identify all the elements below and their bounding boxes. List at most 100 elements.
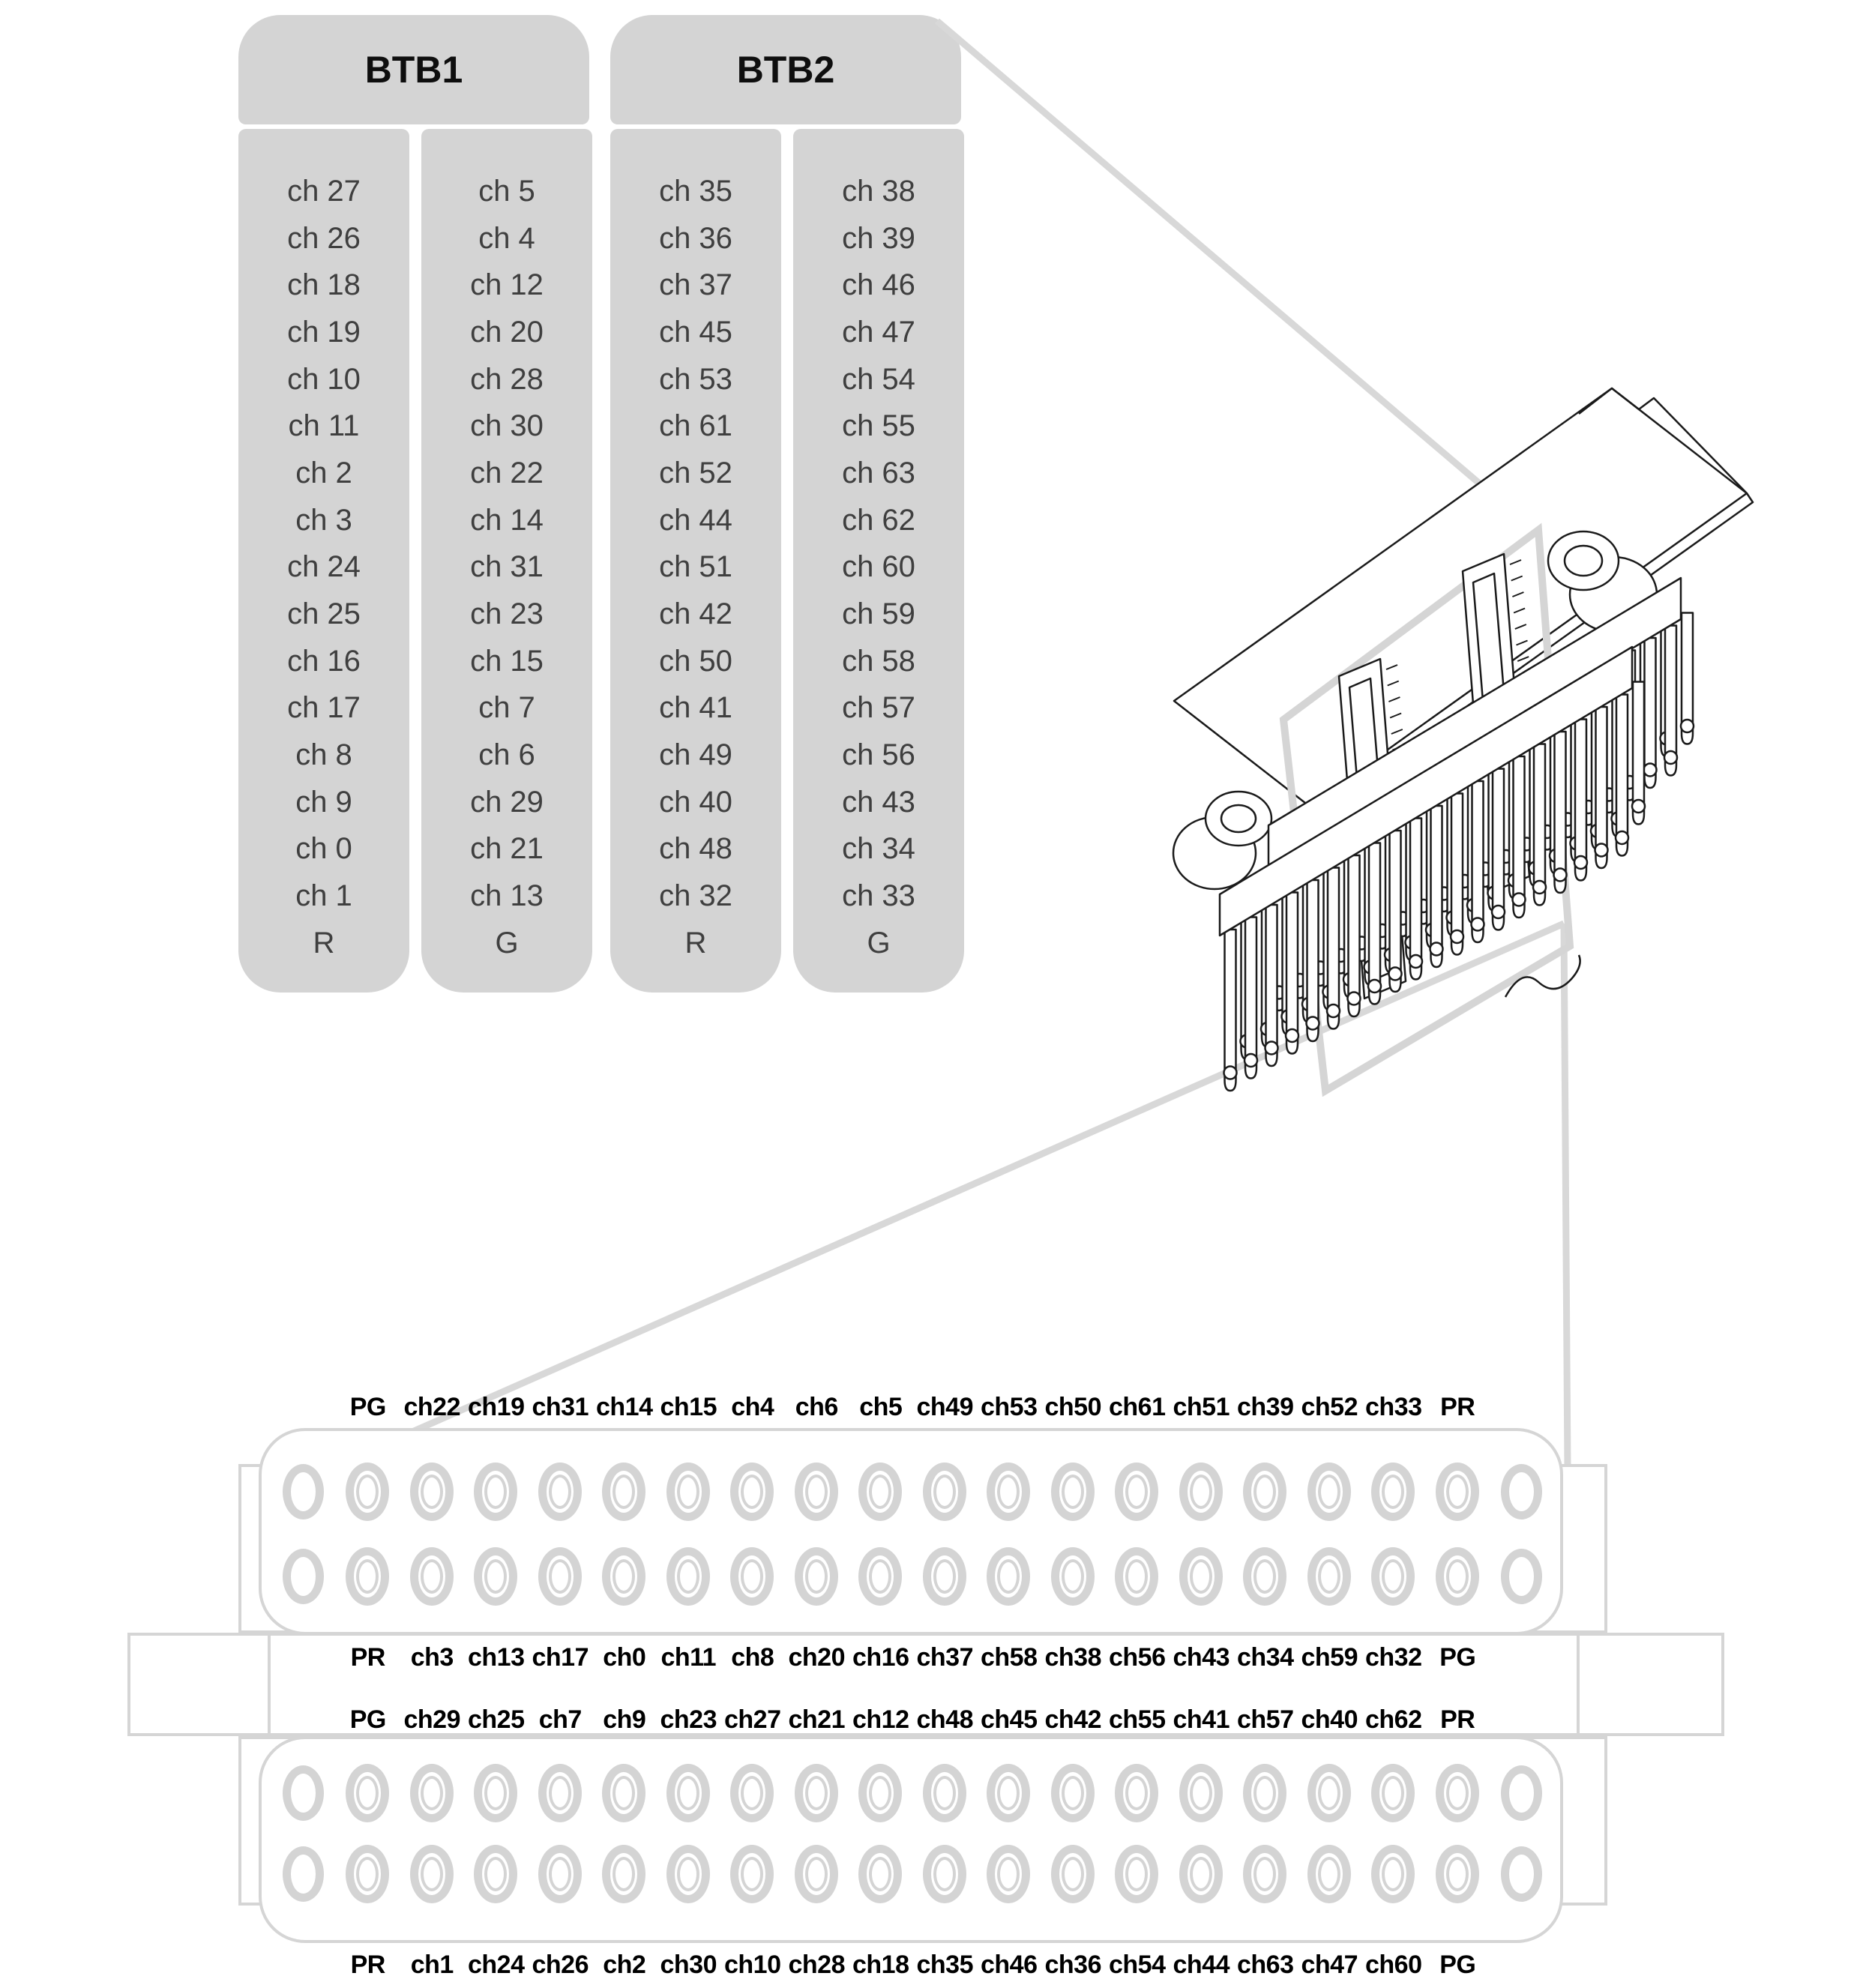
header-pin [1450, 792, 1464, 956]
channel-cell: ch 18 [287, 268, 361, 302]
pin-hole [538, 1463, 582, 1521]
pin-hole [987, 1547, 1031, 1606]
hole-slot [1425, 1764, 1490, 1822]
pin-hole [474, 1463, 518, 1521]
pin-tip-hole [1573, 855, 1589, 870]
channel-cell: ch 58 [842, 644, 915, 678]
pin-hole [1435, 1547, 1479, 1606]
pin-label: ch54 [1109, 1951, 1166, 1979]
channel-cell: ch 50 [659, 644, 732, 678]
pin-tip-hole [1511, 892, 1526, 907]
guide-hole [283, 1846, 325, 1902]
pin-hole [987, 1845, 1031, 1903]
hole-slot [784, 1547, 849, 1606]
pin-hole [666, 1547, 710, 1606]
hole-slot [784, 1845, 849, 1903]
hole-slot [1105, 1845, 1170, 1903]
pin-label: ch3 [410, 1643, 454, 1672]
pin-label: ch4 [731, 1393, 774, 1421]
pin-label: ch47 [1301, 1951, 1358, 1979]
hole-slot [720, 1764, 785, 1822]
pin-hole-inner-ring [1253, 1559, 1277, 1594]
hole-slot [912, 1547, 977, 1606]
hole-slot [400, 1764, 464, 1822]
pin-label: PG [349, 1393, 387, 1421]
hole-slot [1361, 1463, 1426, 1521]
hole-slot [271, 1845, 336, 1903]
pin-hole-inner-ring [997, 1559, 1020, 1594]
header-pin [1595, 705, 1608, 870]
channel-cell: ch 11 [288, 409, 360, 443]
channel-cell: ch 32 [659, 879, 732, 913]
pin-hole [1050, 1463, 1095, 1521]
slot-contact-pin [1391, 729, 1403, 735]
hole-slot [977, 1764, 1041, 1822]
pin-label: PG [1439, 1951, 1476, 1979]
pin-hole-inner-ring [613, 1559, 636, 1594]
pin-header-body-front [1218, 645, 1634, 937]
channel-cell: ch 57 [842, 691, 915, 725]
pin-hole [987, 1463, 1031, 1521]
pin-label: ch57 [1237, 1705, 1294, 1734]
pin-label: ch11 [660, 1643, 717, 1672]
pin-hole-inner-ring [1382, 1857, 1405, 1891]
pin-hole-inner-ring [933, 1776, 956, 1810]
pin-hole-inner-ring [676, 1776, 699, 1810]
channel-cell: ch 3 [295, 503, 352, 537]
channel-cell: ch 43 [842, 785, 915, 819]
header-pin [1574, 718, 1588, 882]
pin-hole-inner-ring [997, 1475, 1020, 1509]
hole-slot [1233, 1547, 1298, 1606]
pin-hole-inner-ring [1125, 1776, 1149, 1810]
pin-hole [666, 1463, 710, 1521]
pin-hole [730, 1547, 774, 1606]
pin-hole [346, 1463, 390, 1521]
hole-slot [849, 1547, 913, 1606]
channel-cell: ch 60 [842, 550, 915, 584]
pin-hole-inner-ring [420, 1475, 443, 1509]
pin-label: ch56 [1109, 1643, 1166, 1672]
hole-slot [528, 1463, 592, 1521]
pin-hole [1115, 1547, 1159, 1606]
pin-tip-hole [1429, 942, 1444, 957]
hole-slot [464, 1764, 529, 1822]
pin-label: ch39 [1237, 1393, 1294, 1421]
pin-tip-hole [1243, 1052, 1259, 1068]
pin-hole [538, 1764, 582, 1822]
pin-hole [730, 1764, 774, 1822]
hole-slot [1297, 1845, 1361, 1903]
channel-cell: ch 39 [842, 221, 915, 255]
channel-cell: ch 21 [470, 832, 544, 866]
guide-hole [1500, 1765, 1542, 1821]
pin-hole [1179, 1845, 1223, 1903]
channel-cell: ch 53 [659, 362, 732, 396]
hole-slot [528, 1547, 592, 1606]
pin-hole-inner-ring [356, 1776, 379, 1810]
channel-cell: ch 10 [287, 362, 361, 396]
hole-slot [336, 1764, 400, 1822]
pin-tip-hole [1367, 978, 1382, 994]
pin-hole [474, 1845, 518, 1903]
pin-hole-inner-ring [1317, 1776, 1340, 1810]
pin-hole [1050, 1547, 1095, 1606]
hole-slot [1425, 1463, 1490, 1521]
hole-slot [977, 1845, 1041, 1903]
channel-cell: ch 38 [842, 174, 915, 208]
pin-hole-inner-ring [484, 1857, 508, 1891]
pin-hole-inner-ring [1253, 1857, 1277, 1891]
channel-cell: ch 1 [295, 879, 352, 913]
pin-hole-inner-ring [933, 1559, 956, 1594]
pin-hole [1307, 1463, 1351, 1521]
pin-hole-inner-ring [1253, 1475, 1277, 1509]
hole-slot [528, 1845, 592, 1903]
pin-hole-inner-ring [804, 1559, 828, 1594]
pin-label: ch14 [596, 1393, 653, 1421]
pin-hole [1243, 1547, 1287, 1606]
hole-slot [720, 1547, 785, 1606]
pin-label: ch0 [603, 1643, 646, 1672]
pin-tip-hole [1346, 991, 1361, 1006]
